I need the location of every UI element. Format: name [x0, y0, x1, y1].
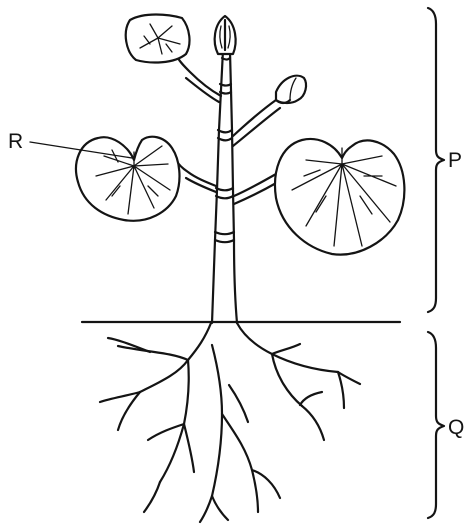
label-p: P: [448, 149, 462, 172]
right-leaf: [234, 139, 404, 255]
brace-q: [428, 332, 444, 518]
root-system: [100, 323, 360, 522]
left-leaf: [76, 137, 216, 221]
brace-p: [428, 8, 444, 312]
terminal-bud: [215, 16, 236, 54]
top-left-leaf: [126, 15, 221, 103]
flower-bud: [233, 76, 306, 146]
label-q: Q: [448, 416, 464, 439]
label-r: R: [8, 130, 23, 153]
